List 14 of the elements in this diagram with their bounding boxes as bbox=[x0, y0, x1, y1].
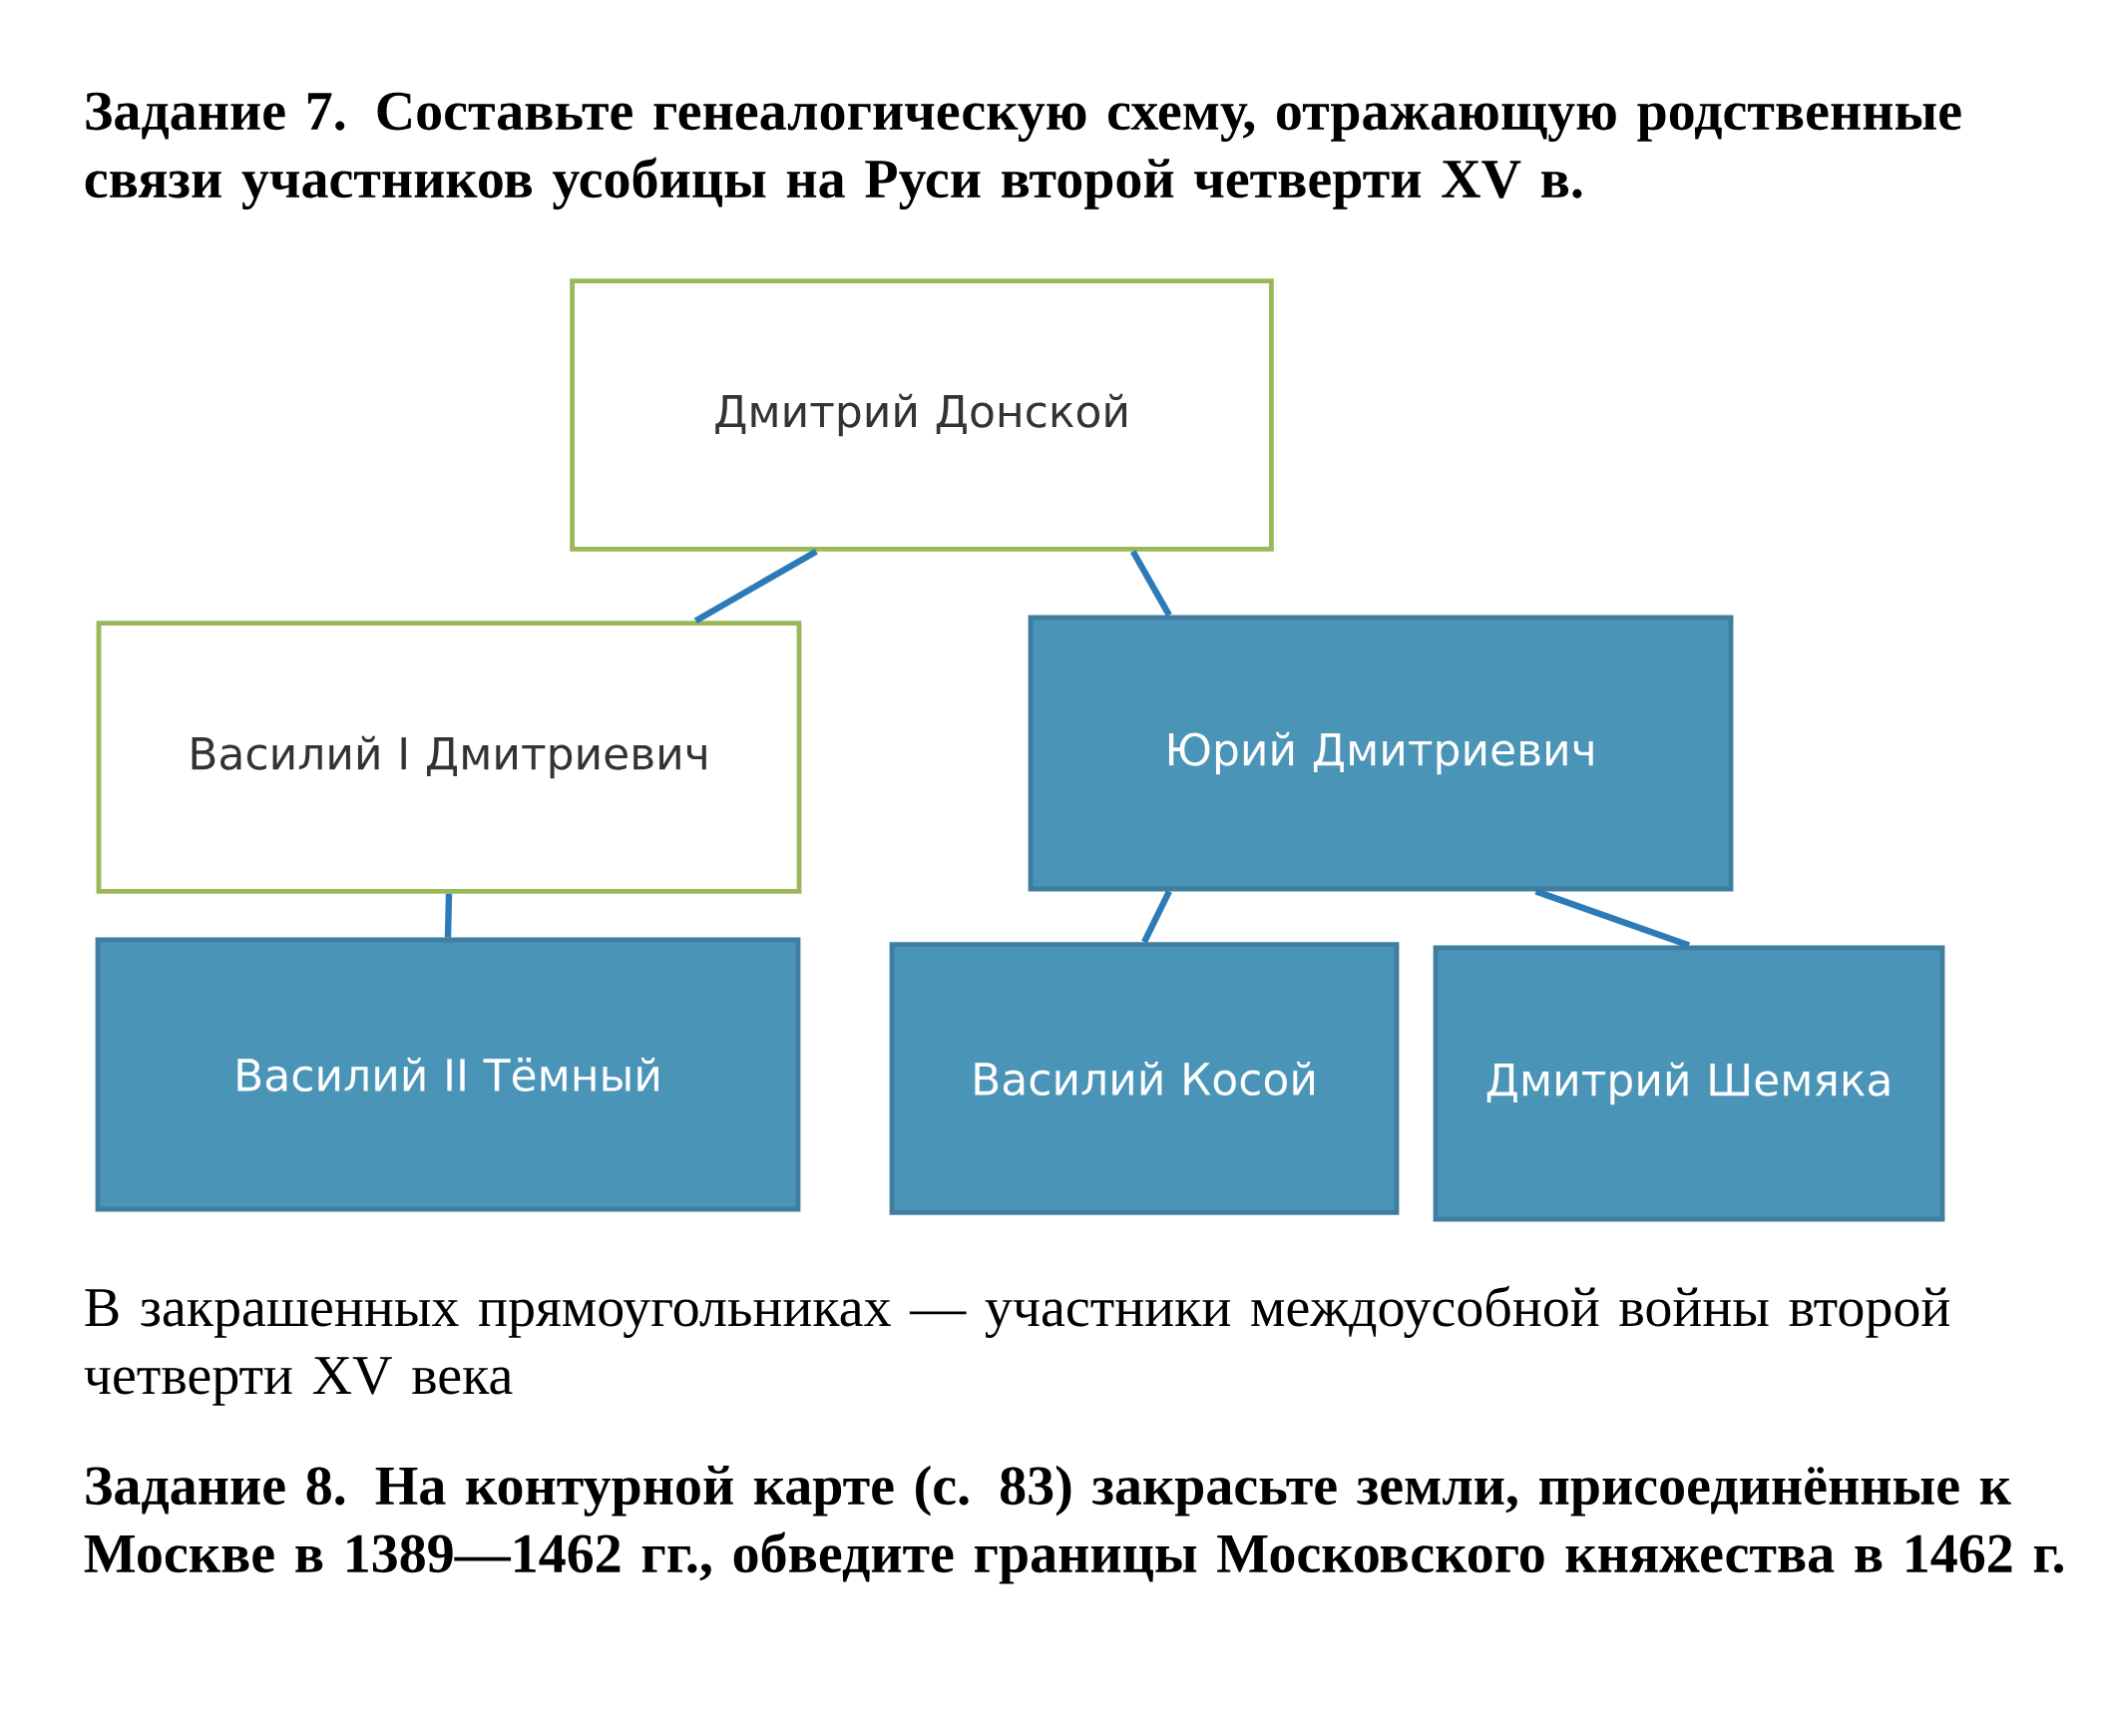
connector-line bbox=[1141, 889, 1172, 944]
person-box: Юрий Дмитриевич bbox=[1028, 615, 1734, 892]
task-text: Задание 8. На контурной карте (с. 83) закрасьте земли, присоединённые к Москве в 1389—1462 гг., обведите границы Московского княжества в 1462 г. bbox=[84, 1465, 2064, 1584]
person-box: Василий II Тёмный bbox=[95, 937, 801, 1212]
connector-line bbox=[693, 549, 818, 624]
connector-line bbox=[444, 893, 453, 938]
person-box: Дмитрий Донской bbox=[570, 278, 1274, 552]
person-box: Василий I Дмитриевич bbox=[96, 621, 802, 894]
connector-line bbox=[1129, 550, 1172, 618]
note-text: В закрашенных прямоугольниках — участники междоусобной войны второй четверти XV века bbox=[84, 1285, 1950, 1406]
person-box: Дмитрий Шемяка bbox=[1433, 945, 1945, 1222]
person-box: Василий Косой bbox=[889, 942, 1400, 1215]
connector-line bbox=[1534, 888, 1691, 949]
title: Задание 7. Составьте генеалогическую схему, отражающую родственные связи участников усобицы на Руси второй четверти XV в. bbox=[85, 92, 1961, 210]
